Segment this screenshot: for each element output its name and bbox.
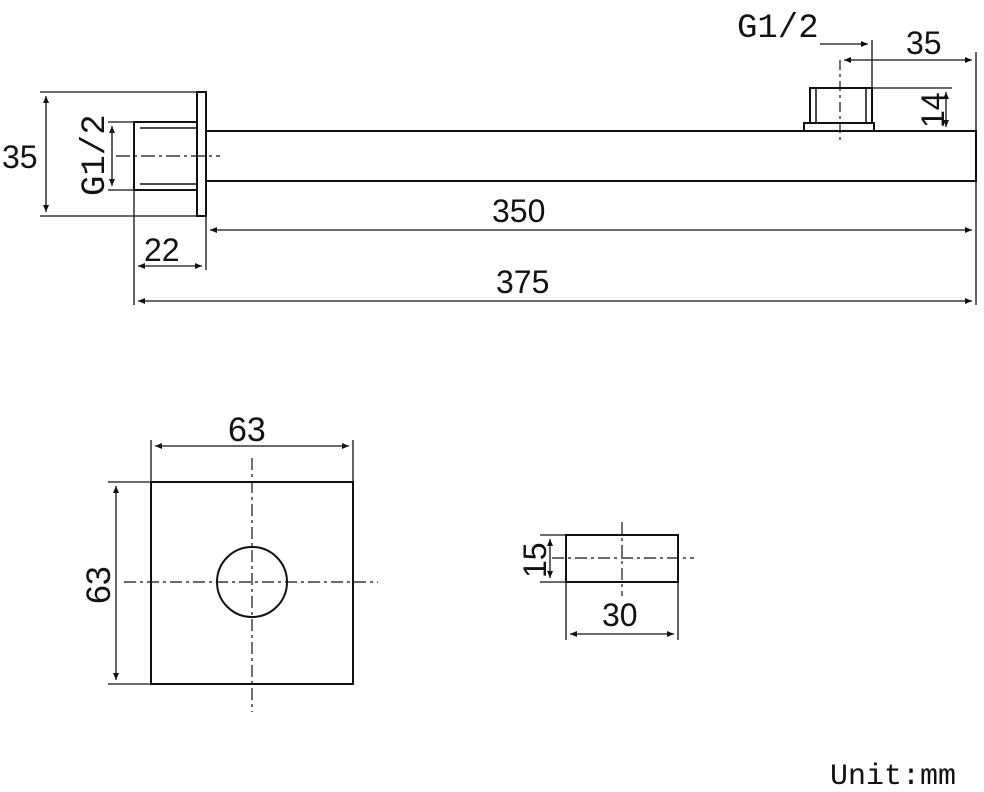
side-view bbox=[116, 60, 977, 217]
wall-flange-plate bbox=[196, 91, 207, 217]
flange-height-label-2: 63 bbox=[80, 566, 118, 604]
arm-section-height-label: 15 bbox=[517, 542, 553, 578]
flange-dimensions bbox=[108, 440, 354, 685]
flange-height-label: 35 bbox=[2, 139, 38, 175]
outlet-thread-nut bbox=[809, 87, 873, 124]
arm-section-view bbox=[552, 522, 694, 596]
side-view-labels: G1/2 35 14 35 G1/2 350 22 375 bbox=[2, 10, 951, 300]
outlet-thread-label: G1/2 bbox=[737, 10, 819, 48]
unit-label: Unit:mm bbox=[830, 760, 956, 792]
inlet-thread-label: G1/2 bbox=[77, 114, 115, 196]
flange-width-label: 63 bbox=[228, 411, 266, 449]
flange-to-thread-label: 22 bbox=[144, 232, 180, 268]
shower-arm-body bbox=[205, 130, 977, 182]
flange-front-view bbox=[124, 458, 378, 712]
arm-length-label: 350 bbox=[492, 193, 545, 229]
overall-length-label: 375 bbox=[496, 264, 549, 300]
side-view-dimensions bbox=[40, 40, 977, 305]
arm-section-width-label: 30 bbox=[602, 597, 638, 633]
arm-section-dimensions bbox=[540, 534, 679, 640]
outlet-thread-base bbox=[803, 122, 875, 132]
outlet-height-label: 14 bbox=[915, 92, 951, 128]
outlet-offset-label: 35 bbox=[906, 25, 942, 61]
